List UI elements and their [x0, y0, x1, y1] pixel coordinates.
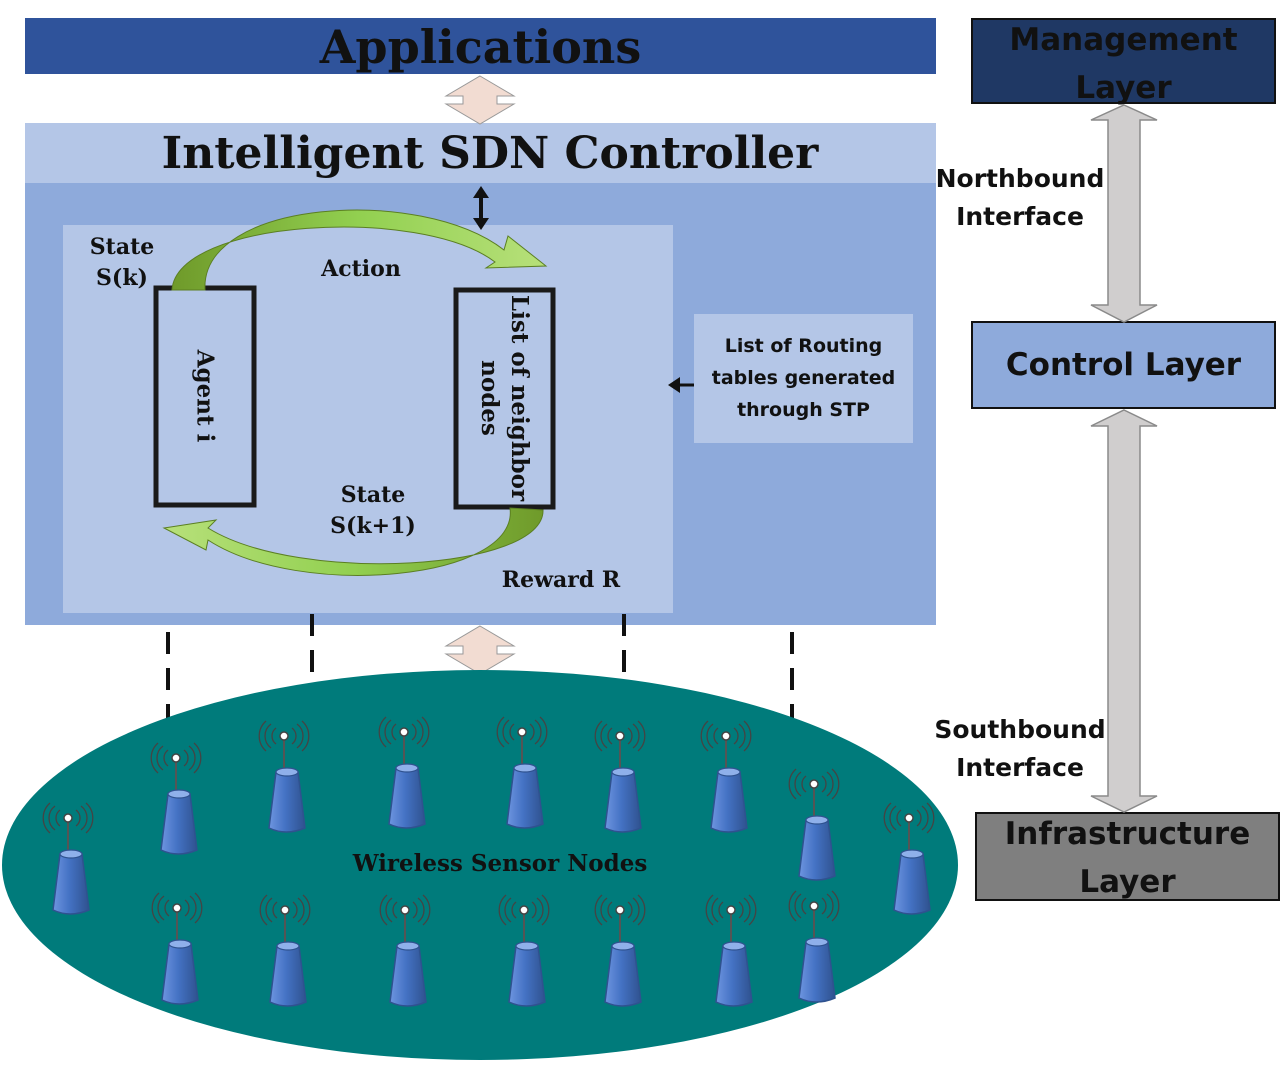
sdn-controller-title: Intelligent SDN Controller	[161, 128, 819, 179]
cycle-arrow-icon	[162, 507, 544, 576]
management-layer-line-2: Layer	[1075, 70, 1172, 106]
applications-title: Applications	[319, 20, 642, 74]
sensor-field	[2, 670, 958, 1060]
southbound-arrow-icon	[1090, 409, 1158, 813]
reward-label: Reward R	[501, 567, 621, 593]
controller-link-arrow-icon	[473, 186, 489, 230]
state-k-label: State S(k)	[84, 232, 160, 294]
routing-tables-line-1: List of Routing	[724, 335, 883, 357]
management-layer-line-1: Management	[1009, 22, 1238, 58]
action-label: Action	[321, 256, 401, 282]
routing-tables-text: List of Routing tables generated through…	[694, 330, 913, 426]
neighbor-list-line-1: List of neighbor	[506, 294, 533, 502]
neighbor-list-box	[453, 287, 556, 510]
cycle-arrow-icon	[171, 209, 548, 291]
neighbor-list-label: List of neighbor nodes	[474, 295, 534, 501]
state-k1-label: State S(k+1)	[318, 480, 428, 542]
infrastructure-layer-box	[975, 812, 1280, 901]
routing-input-arrow-icon	[668, 377, 694, 393]
state-k-line-2: S(k)	[96, 265, 148, 291]
infrastructure-layer-line-2: Layer	[1079, 864, 1176, 900]
control-layer-label: Control Layer	[1005, 347, 1242, 383]
routing-tables-box	[694, 314, 913, 443]
sensor-field-label: Wireless Sensor Nodes	[352, 850, 648, 877]
northbound-line-2: Interface	[956, 202, 1084, 231]
management-layer-label: Management Layer	[971, 16, 1276, 112]
sdn-controller-header	[25, 123, 936, 183]
agent-label: Agent i	[191, 349, 219, 443]
southbound-line-2: Interface	[956, 753, 1084, 782]
control-layer-box	[971, 321, 1276, 409]
routing-tables-line-2: tables generated	[711, 367, 896, 389]
infrastructure-layer-label: Infrastructure Layer	[975, 810, 1280, 906]
double-arrow-icon	[444, 625, 516, 675]
southbound-interface-label: Southbound Interface	[930, 711, 1110, 787]
routing-tables-line-3: through STP	[737, 399, 870, 421]
northbound-arrow-icon	[1090, 104, 1158, 323]
northbound-interface-label: Northbound Interface	[930, 160, 1110, 236]
neighbor-list-label-container: List of neighbor nodes	[456, 290, 553, 507]
southbound-line-1: Southbound	[934, 715, 1106, 744]
infrastructure-layer-line-1: Infrastructure	[1004, 816, 1251, 852]
northbound-line-1: Northbound	[935, 164, 1105, 193]
double-arrow-icon	[444, 75, 516, 125]
agent-label-container: Agent i	[156, 288, 254, 505]
management-layer-box	[971, 18, 1276, 104]
applications-bar	[25, 18, 936, 74]
state-k1-line-2: S(k+1)	[330, 513, 416, 539]
neighbor-list-line-2: nodes	[476, 360, 503, 436]
state-k-line-1: State	[89, 234, 155, 260]
state-k1-line-1: State	[340, 482, 406, 508]
